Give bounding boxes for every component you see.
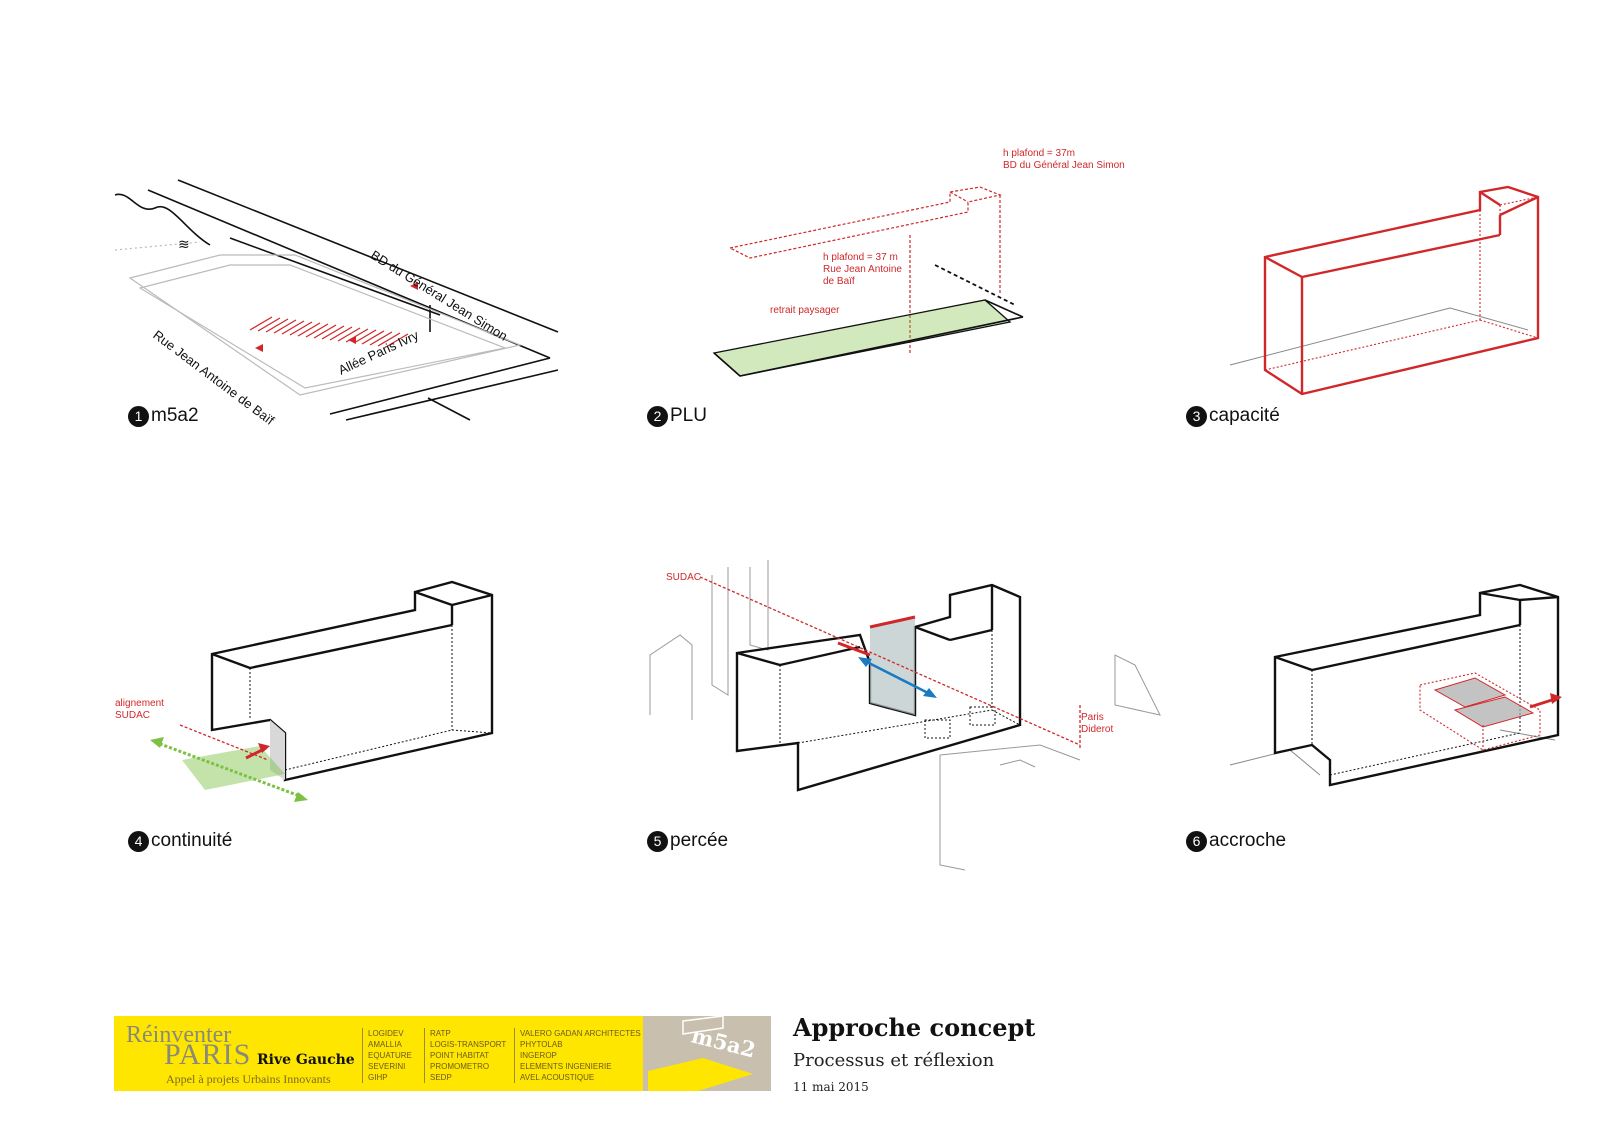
step-label-5: percée [670,830,729,851]
caption-step-5: 5 percée [647,830,728,852]
m5a2-logo: m5a2 [643,1016,771,1091]
step-label-6: accroche [1209,830,1287,851]
step-label-2: PLU [670,405,707,426]
step-label-4: continuité [151,830,233,851]
caption-step-3: 3 capacité [1186,405,1280,427]
caption-step-4: 4 continuité [128,830,232,852]
label-paris-diderot: Paris Diderot [1081,712,1114,735]
step-number-4: 4 [128,830,149,852]
step-number-1: 1 [128,405,149,427]
water-icon: ≋ [178,236,190,252]
step-label-1: m5a2 [151,405,199,426]
caption-step-1: 1 m5a2 [128,405,199,427]
caption-step-2: 2 PLU [647,405,707,427]
accroche-drawing [1229,583,1562,787]
panel-capacite [1229,180,1560,400]
step-number-5: 5 [647,830,668,852]
caption-step-6: 6 accroche [1186,830,1286,852]
reinventer-paris-banner: Réinventer PARIS Rive Gauche Appel à pro… [114,1016,771,1091]
page-title: Approche concept [793,1013,1036,1042]
label-hplafond-bd: h plafond = 37m BD du Général Jean Simon [1003,148,1125,171]
panel-continuite: alignement SUDAC [110,580,510,820]
step-number-3: 3 [1186,405,1207,427]
brand-appel: Appel à projets Urbains Innovants [166,1072,331,1086]
continuite-drawing [150,580,494,802]
label-alignement-sudac: alignement SUDAC [115,698,164,721]
panel-plu: h plafond = 37m BD du Général Jean Simon… [710,140,1170,400]
brand-paris: PARIS [164,1038,252,1071]
panel-accroche [1229,583,1570,805]
label-retrait-paysager: retrait paysager [770,305,840,316]
page-subtitle: Processus et réflexion [793,1050,995,1071]
site-plan-drawing: ≋ [114,179,559,421]
label-sudac-5: SUDAC [666,572,702,583]
brand-rive-gauche: Rive Gauche [257,1052,355,1068]
panel-percee: SUDAC Paris Diderot [640,555,1161,895]
label-hplafond-rue: h plafond = 37 m Rue Jean Antoine de Baï… [823,252,902,287]
step-number-2: 2 [647,405,668,427]
plu-drawing [712,186,1024,377]
brand-reinventer: Réinventer [126,1022,232,1048]
step-number-6: 6 [1186,830,1207,852]
page-date: 11 mai 2015 [793,1080,869,1094]
m5a2-logo-shape [648,1016,753,1091]
capacite-drawing [1229,185,1540,396]
panel-site-plan: ≋ BD du Général Jean Simon Rue Jean Anto… [110,170,580,430]
step-label-3: capacité [1209,405,1280,426]
percee-drawing [649,560,1161,871]
